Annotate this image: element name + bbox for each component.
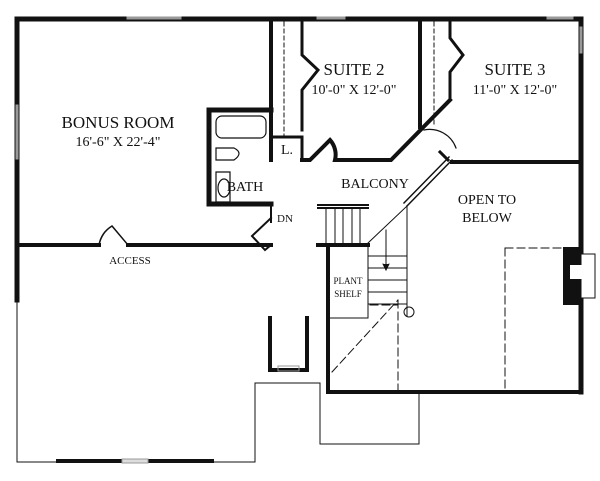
suite3-label: SUITE 3 bbox=[485, 60, 546, 79]
suite3-dims: 11'-0" X 12'-0" bbox=[473, 83, 557, 98]
windows bbox=[15, 16, 583, 160]
chimney-chase bbox=[268, 316, 309, 372]
suite-door-swing bbox=[437, 149, 451, 163]
open-below-walls bbox=[326, 243, 583, 394]
toilet-sink bbox=[215, 147, 240, 203]
access-door bbox=[98, 225, 130, 247]
plant-shelf-label-2: SHELF bbox=[334, 289, 362, 299]
bath-door bbox=[250, 203, 273, 252]
linen-label: L. bbox=[281, 143, 293, 158]
staircase bbox=[317, 204, 415, 319]
balcony-rail bbox=[402, 155, 454, 208]
bathtub bbox=[215, 115, 267, 139]
suite2-dims: 10'-0" X 12'-0" bbox=[312, 83, 397, 98]
bonus-room-label: BONUS ROOM bbox=[62, 113, 175, 132]
suite2-door bbox=[300, 97, 453, 162]
bath-label: BATH bbox=[227, 180, 264, 195]
dashed-lines bbox=[331, 247, 566, 393]
open-below-label-1: OPEN TO bbox=[458, 193, 516, 208]
plant-shelf-label-1: PLANT bbox=[334, 276, 364, 286]
lower-outline bbox=[16, 299, 420, 463]
open-below-label-2: BELOW bbox=[462, 211, 513, 226]
suite3-closet-wall bbox=[448, 17, 465, 102]
access-label: ACCESS bbox=[109, 255, 151, 267]
linen-closet bbox=[269, 135, 304, 162]
suite2-closet-wall bbox=[300, 17, 321, 132]
suite3-door bbox=[423, 128, 457, 149]
fireplace bbox=[563, 247, 596, 305]
balcony-label: BALCONY bbox=[341, 177, 409, 192]
bath-walls bbox=[206, 107, 274, 207]
suite2-label: SUITE 2 bbox=[324, 60, 385, 79]
down-label: DN bbox=[277, 213, 293, 225]
bonus-room-dims: 16'-6" X 22'-4" bbox=[76, 135, 161, 150]
